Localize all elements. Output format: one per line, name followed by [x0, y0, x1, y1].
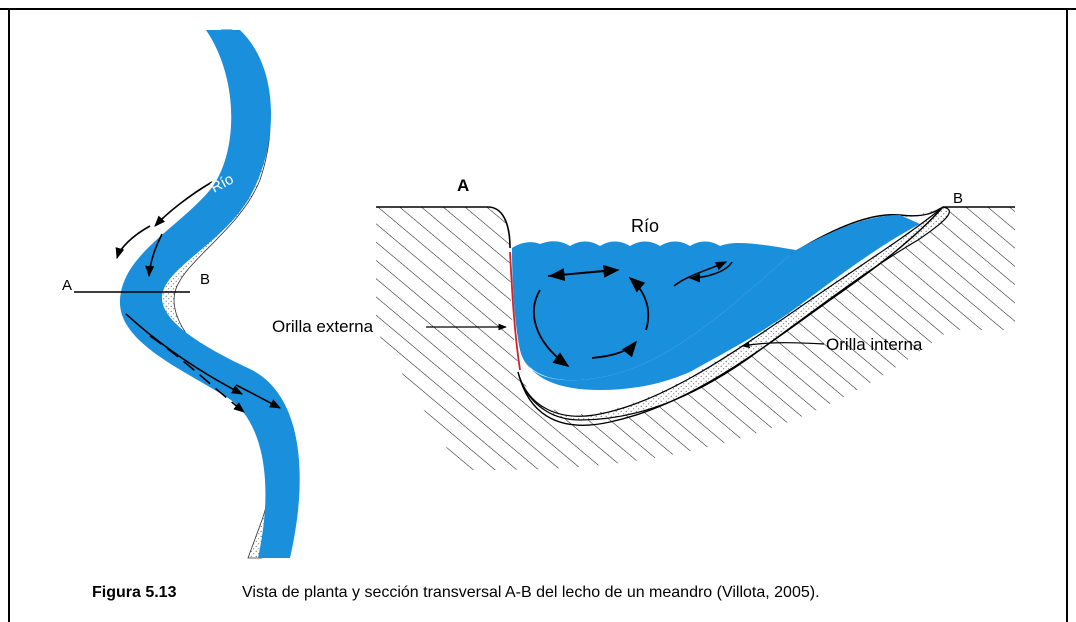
- section-label-a: A: [457, 176, 469, 195]
- section-view: A B Río Orilla externa Orilla interna: [272, 176, 1015, 470]
- section-label-river: Río: [631, 216, 659, 236]
- plan-label-b: B: [200, 271, 210, 288]
- plan-river-channel: [120, 30, 300, 558]
- figure-number: Figura 5.13: [92, 584, 242, 602]
- section-label-b: B: [953, 190, 963, 207]
- figure-caption-text: Vista de planta y sección transversal A-…: [242, 584, 820, 601]
- label-inner-bank: Orilla interna: [826, 335, 923, 354]
- plan-label-a: A: [62, 277, 72, 294]
- plan-view: A B Río: [62, 30, 300, 558]
- label-outer-bank: Orilla externa: [272, 317, 374, 336]
